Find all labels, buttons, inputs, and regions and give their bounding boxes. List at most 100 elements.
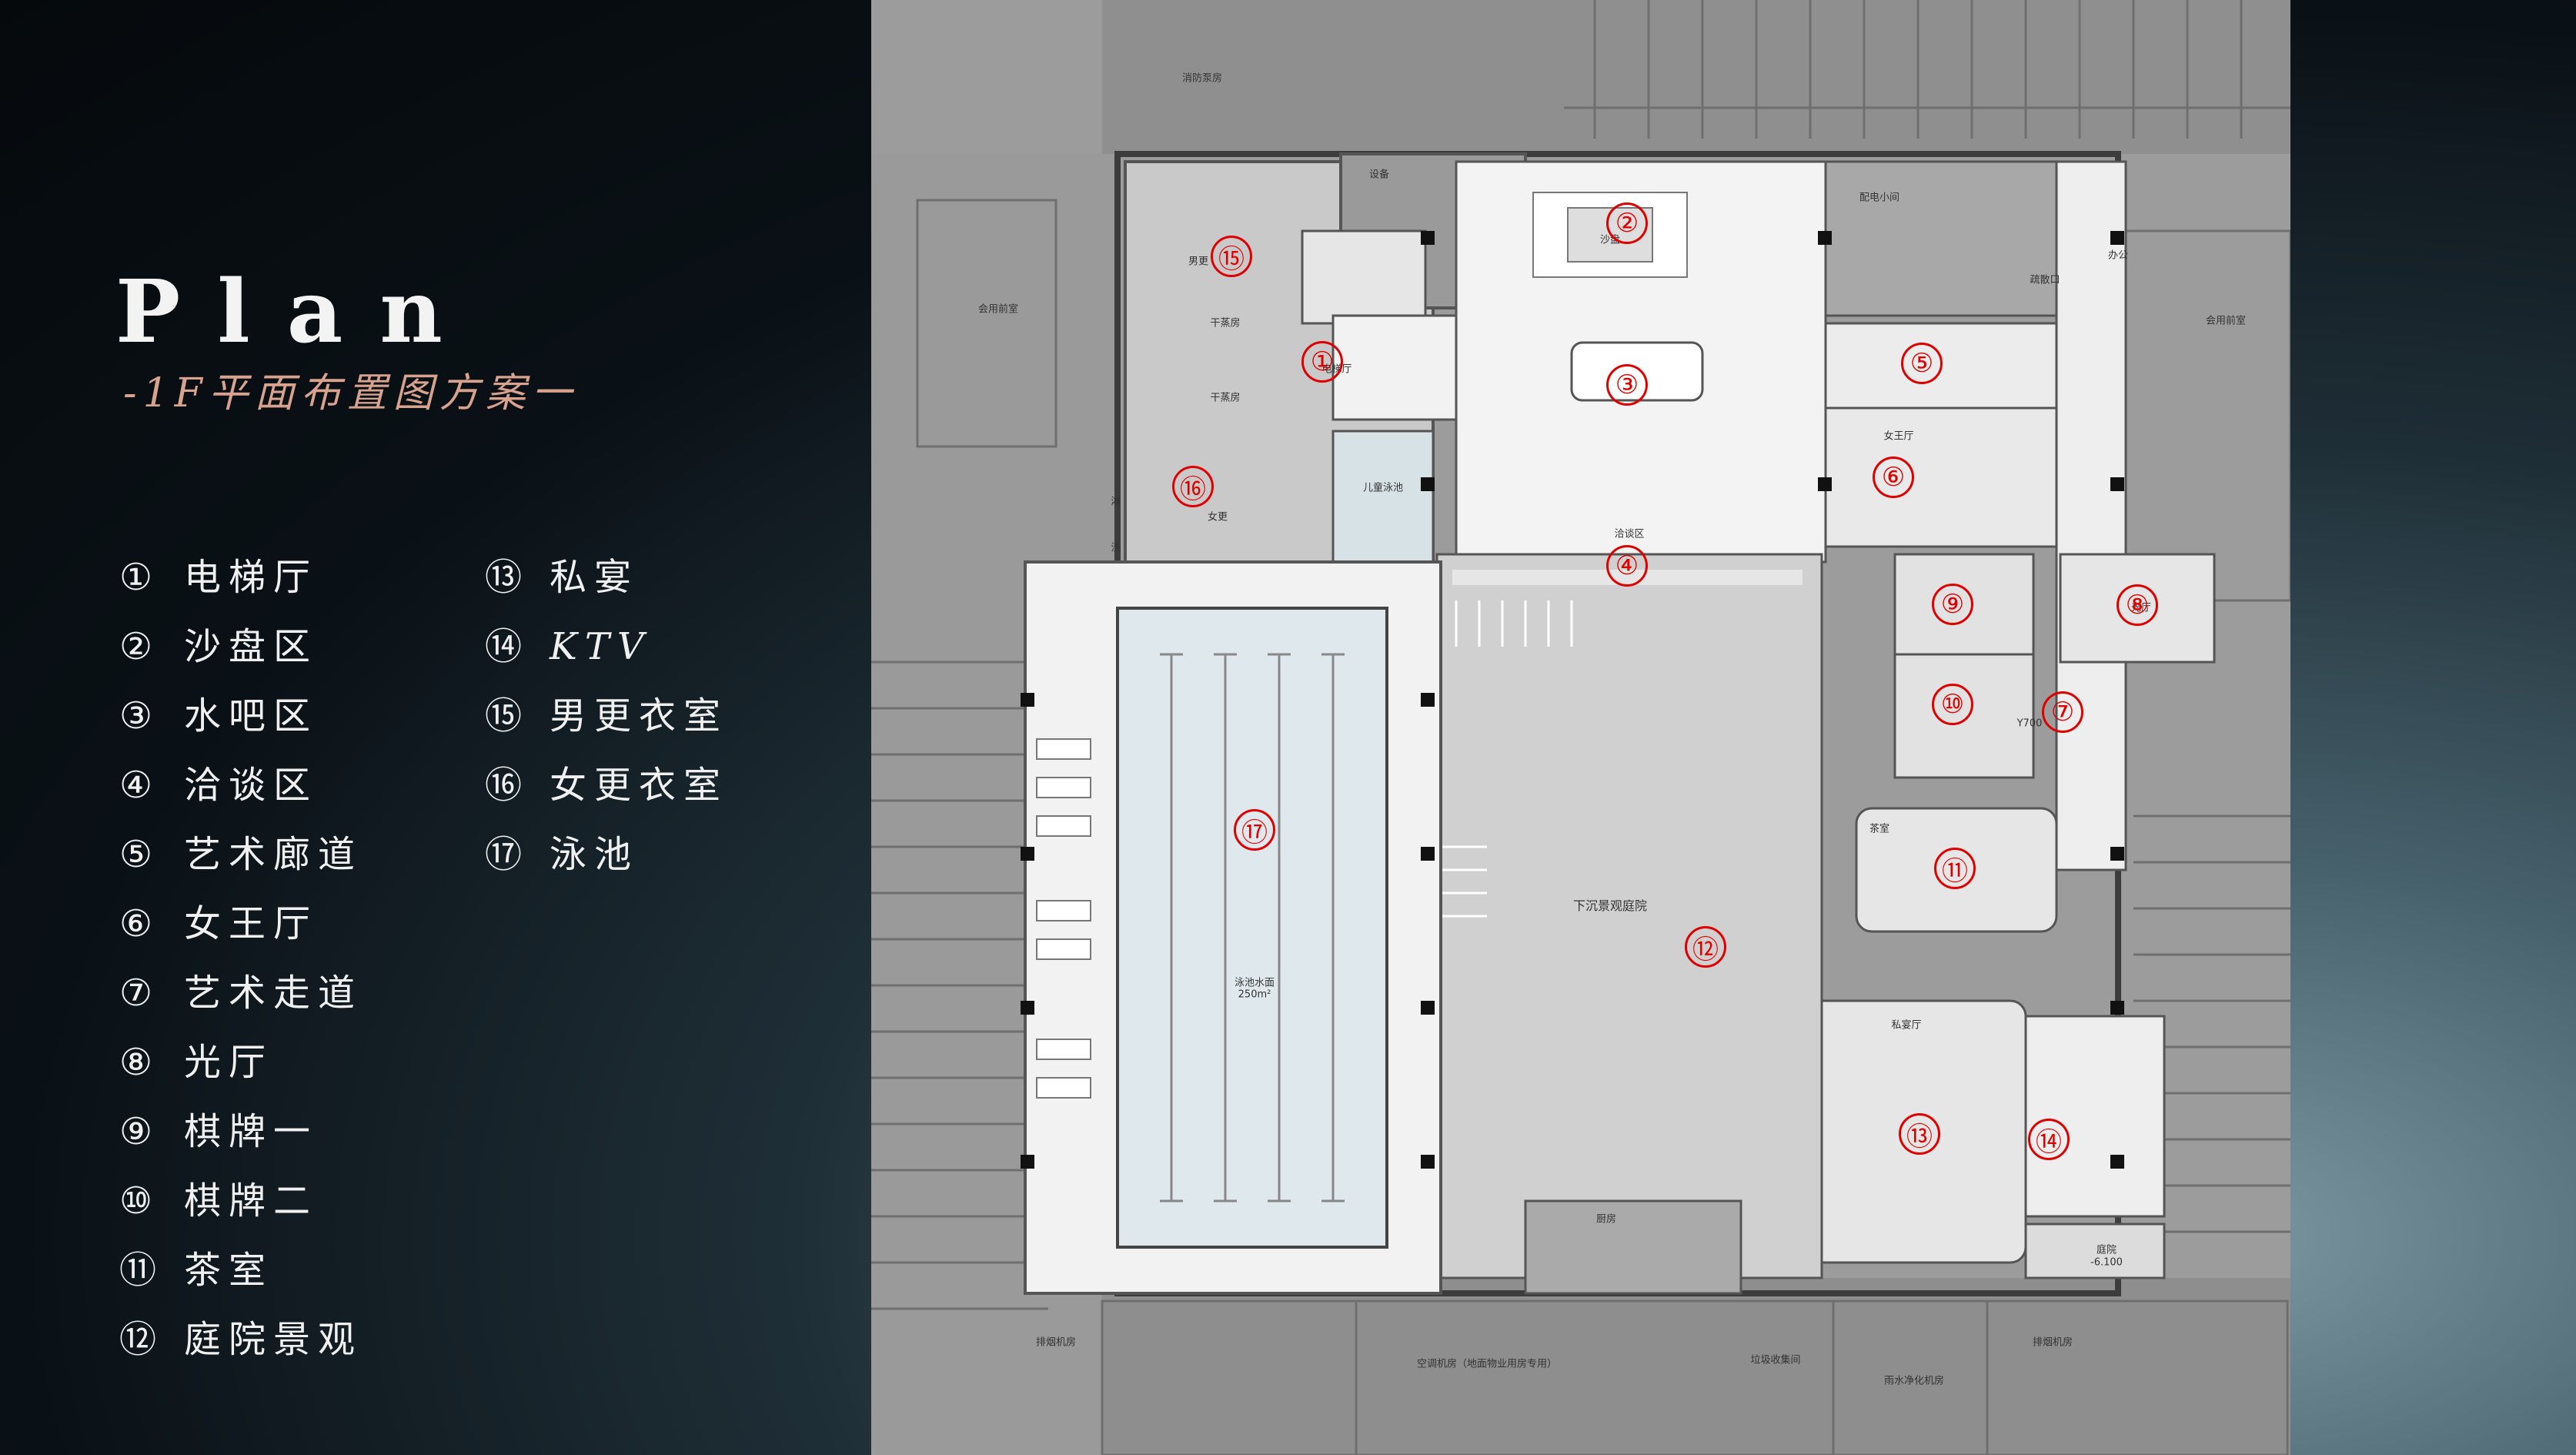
label-level: -6.100 bbox=[2090, 1256, 2123, 1269]
legend-number: ⑪ bbox=[119, 1249, 157, 1292]
legend-item: ⑥ 女王厅 bbox=[119, 889, 363, 958]
legend-item: ① 电梯厅 bbox=[119, 543, 363, 612]
floor-plan-drawing bbox=[871, 0, 2290, 1455]
legend-label: 棋牌一 bbox=[184, 1110, 319, 1153]
label-pool-surface: 泳池水面 bbox=[1234, 977, 1275, 989]
queen-hall-room bbox=[1824, 406, 2058, 548]
marker-15-mens-change: ⑮ bbox=[1211, 236, 1252, 277]
legend-item: ⑯ 女更衣室 bbox=[485, 751, 728, 820]
marker-4-negotiation: ④ bbox=[1606, 545, 1648, 587]
legend-item: ⑬ 私宴 bbox=[485, 543, 728, 612]
legend-number: ⑤ bbox=[119, 833, 153, 876]
legend-item: ⑩ 棋牌二 bbox=[119, 1166, 363, 1236]
ktv-room bbox=[2024, 1015, 2166, 1218]
marker-10-chess-2: ⑩ bbox=[1932, 684, 1973, 725]
parking-stalls-left bbox=[871, 199, 1057, 1310]
label-fan-room-1: 排烟机房 bbox=[1035, 1336, 1077, 1349]
label-queen-hall: 女王厅 bbox=[1883, 430, 1914, 443]
service-rooms bbox=[1101, 1299, 2289, 1455]
art-walkway bbox=[2055, 160, 2127, 871]
label-dry-sauna-2: 干蒸房 bbox=[1210, 392, 1241, 404]
legend-label: 女王厅 bbox=[184, 902, 319, 945]
label-garbage: 垃圾收集间 bbox=[1750, 1354, 1801, 1366]
label-shower: 淋 bbox=[1111, 496, 1121, 508]
legend-number: ⑦ bbox=[119, 972, 153, 1015]
ktv-courtyard bbox=[2024, 1223, 2166, 1279]
label-elevation: Y700 bbox=[2016, 717, 2043, 730]
swimming-pool bbox=[1116, 607, 1388, 1249]
legend-label: 泳池 bbox=[550, 833, 640, 876]
north-east-rooms bbox=[1824, 160, 2089, 317]
legend-label: 棋牌二 bbox=[184, 1179, 319, 1223]
legend-item: ⑰ 泳池 bbox=[485, 820, 728, 889]
legend-label: 洽谈区 bbox=[184, 764, 319, 807]
legend-number: ② bbox=[119, 625, 153, 668]
legend-number: ④ bbox=[119, 764, 153, 807]
legend-label: 私宴 bbox=[550, 556, 640, 599]
label-private-banquet: 私宴厅 bbox=[1891, 1019, 1922, 1032]
legend-number: ⑥ bbox=[119, 902, 153, 945]
marker-16-womens-change: ⑯ bbox=[1172, 466, 1214, 507]
legend-item: ⑧ 光厅 bbox=[119, 1028, 363, 1097]
marker-1-elevator-hall: ① bbox=[1301, 341, 1343, 383]
legend-label: 女更衣室 bbox=[550, 764, 729, 807]
legend-number: ① bbox=[119, 556, 153, 599]
label-generator: 配电小间 bbox=[1859, 192, 1900, 204]
label-meeting-right: 会用前室 bbox=[2205, 315, 2247, 327]
legend-number: ⑧ bbox=[119, 1041, 153, 1084]
legend-label: KTV bbox=[550, 625, 652, 668]
marker-8-light-hall: ⑧ bbox=[2117, 584, 2158, 626]
legend-number: ⑩ bbox=[119, 1179, 153, 1223]
legend-number: ⑯ bbox=[485, 764, 523, 807]
marker-17-pool: ⑰ bbox=[1234, 809, 1275, 851]
marker-11-tea-room: ⑪ bbox=[1934, 848, 1976, 889]
legend-item: ⑤ 艺术廊道 bbox=[119, 820, 363, 889]
label-tea-room: 茶室 bbox=[1869, 823, 1890, 835]
sunken-courtyard bbox=[1435, 553, 1823, 1279]
label-hvac-room: 空调机房（地面物业用房专用） bbox=[1416, 1358, 1558, 1370]
pool-loungers bbox=[1036, 738, 1091, 1099]
kids-pool-room bbox=[1331, 430, 1435, 564]
label-pool-area: 250m² bbox=[1238, 988, 1271, 1001]
label-mens-change: 男更 bbox=[1188, 256, 1209, 268]
elevator-shaft bbox=[1301, 229, 1427, 325]
label-wash: 洗 bbox=[1111, 542, 1121, 554]
label-equipment: 设备 bbox=[1368, 169, 1390, 181]
label-womens-change: 女更 bbox=[1207, 511, 1228, 523]
label-exit: 疏散口 bbox=[2030, 274, 2060, 286]
label-dry-sauna-1: 干蒸房 bbox=[1210, 317, 1241, 329]
label-negotiation: 洽谈区 bbox=[1614, 528, 1645, 540]
parking-strip-top bbox=[1102, 0, 2290, 154]
label-sunken-courtyard: 下沉景观庭院 bbox=[1572, 898, 1648, 913]
page-title: Plan bbox=[115, 262, 479, 363]
legend-number: ⑮ bbox=[485, 694, 523, 738]
legend-item: ④ 洽谈区 bbox=[119, 751, 363, 820]
label-kitchen: 厨房 bbox=[1595, 1213, 1617, 1226]
legend-number: ⑫ bbox=[119, 1318, 157, 1361]
legend-number: ⑬ bbox=[485, 556, 523, 599]
pool-lane-lines bbox=[1160, 653, 1345, 1202]
legend-item: ⑪ 茶室 bbox=[119, 1236, 363, 1305]
marker-14-ktv: ⑭ bbox=[2028, 1119, 2070, 1160]
page-subtitle: -1F平面布置图方案一 bbox=[123, 370, 578, 416]
legend-number: ⑰ bbox=[485, 833, 523, 876]
legend-label: 光厅 bbox=[184, 1041, 274, 1084]
marker-7-art-walkway: ⑦ bbox=[2042, 691, 2083, 733]
label-fire-pump: 消防泵房 bbox=[1181, 72, 1223, 85]
legend-label: 电梯厅 bbox=[184, 556, 319, 599]
legend-label: 沙盘区 bbox=[184, 625, 319, 668]
marker-5-art-corridor: ⑤ bbox=[1901, 343, 1943, 384]
structural-columns bbox=[1021, 231, 2124, 1169]
legend-label: 茶室 bbox=[184, 1249, 274, 1292]
kitchen-room bbox=[1524, 1199, 1742, 1295]
legend-label: 艺术廊道 bbox=[184, 833, 363, 876]
legend-number: ③ bbox=[119, 694, 153, 738]
label-meeting-left: 会用前室 bbox=[977, 303, 1019, 316]
